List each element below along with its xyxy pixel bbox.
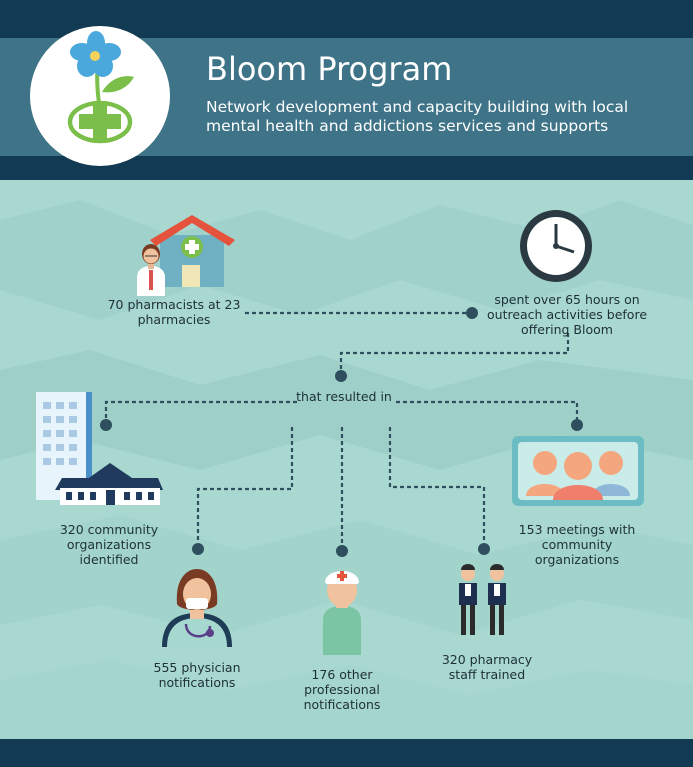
staff-label: 320 pharmacy staff trained	[441, 652, 533, 682]
professional-label: 176 other professional notifications	[303, 667, 381, 712]
connector-nodes	[100, 307, 583, 557]
outreach-label: spent over 65 hours on outreach activiti…	[487, 292, 648, 337]
nurse-icon	[323, 571, 361, 655]
clock-icon	[520, 210, 592, 282]
office-building-icon	[36, 392, 163, 505]
page-subtitle: Network development and capacity buildin…	[206, 98, 629, 135]
pharmacy-building-icon	[150, 215, 235, 287]
group-people-icon	[512, 436, 644, 506]
physician-label: 555 physician notifications	[153, 660, 241, 690]
resulted-label: that resulted in	[296, 389, 392, 404]
doctor-icon	[162, 569, 232, 647]
page-title: Bloom Program	[206, 50, 453, 88]
pharmacists-label: 70 pharmacists at 23 pharmacies	[107, 297, 241, 327]
flower-cross-logo-icon	[67, 31, 134, 144]
community-orgs-label: 320 community organizations identified	[59, 522, 159, 567]
footer-band	[0, 739, 693, 767]
pharmacist-icon	[137, 244, 165, 296]
meetings-label: 153 meetings with community organization…	[518, 522, 636, 567]
connectors	[104, 311, 579, 545]
pharmacy-staff-icon	[459, 564, 506, 635]
